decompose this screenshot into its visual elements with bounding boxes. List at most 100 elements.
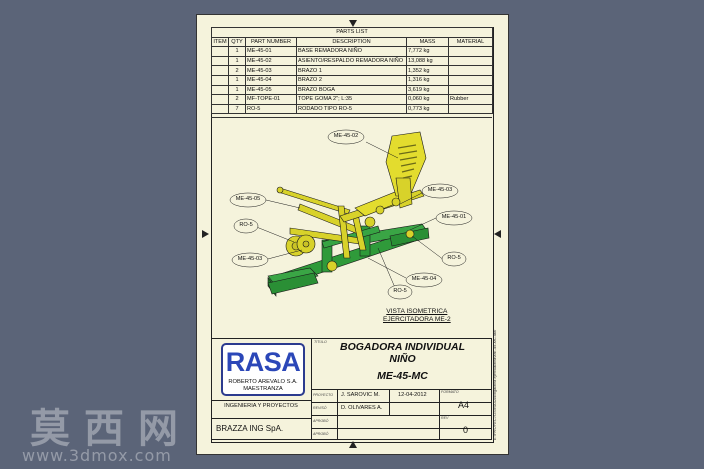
watermark: 莫西网	[30, 406, 192, 452]
cell-qty: 1	[228, 74, 246, 86]
top-center-marker	[349, 20, 357, 27]
cell-qty: 2	[228, 65, 246, 76]
cell-description: BRAZO 1	[296, 65, 407, 76]
cell-item	[211, 94, 229, 105]
drawing-code: ME-45-MC	[377, 370, 428, 382]
cell-part-number: ME-45-02	[245, 55, 297, 67]
cell-item	[211, 84, 229, 96]
approved-label: APROBÓ	[313, 419, 329, 423]
callout-ellipse	[441, 251, 467, 267]
header-mass: MASS	[406, 36, 449, 48]
cell-mass: 7,772 kg	[406, 46, 449, 57]
company-line: INGENIERIA Y PROYECTOS	[224, 403, 298, 409]
sheet-size: A4	[458, 400, 470, 410]
cell-description: RODADO TIPO RO-5	[296, 103, 407, 115]
callout-ellipse	[387, 284, 413, 300]
callout-ellipse	[327, 129, 365, 145]
callout-ellipse	[405, 272, 443, 288]
callout-me-45-03-top: ME-45-03	[427, 187, 453, 193]
table-row: 7 RO-5 RODADO TIPO RO-5 0,773 kg	[211, 103, 493, 115]
revision-number: 0	[463, 425, 469, 435]
cell-material	[448, 74, 493, 86]
cell-material	[448, 55, 493, 67]
callout-ro-5-bottom: RO-5	[393, 288, 407, 294]
cell-item	[211, 74, 229, 86]
wheel-rear-2	[364, 216, 376, 228]
cell-part-number: RO-5	[245, 103, 297, 115]
drawn-by: J. SAROVIC M.	[341, 392, 380, 398]
wheel-seat	[375, 205, 385, 215]
callout-ellipse	[229, 192, 267, 208]
parts-list-title: PARTS LIST	[211, 27, 493, 38]
callout-ellipse	[233, 218, 259, 234]
approved-label-2: APROBÓ	[313, 432, 329, 436]
watermark-url: www.3dmox.com	[22, 446, 172, 465]
cell-mass: 0,773 kg	[406, 103, 449, 115]
size-label: FORMATO	[441, 390, 459, 394]
bottom-center-marker	[349, 441, 357, 448]
cell-part-number: ME-45-03	[245, 65, 297, 76]
cell-part-number: ME-45-01	[245, 46, 297, 57]
cell-qty: 1	[228, 55, 246, 67]
cell-item	[211, 55, 229, 67]
rowing-bar-end	[276, 186, 284, 194]
client-name: BRAZZA ING SpA.	[216, 424, 284, 433]
drawn-label: PROYECTO	[313, 393, 334, 397]
cell-description: ASIENTO/RESPALDO REMADORA NIÑO	[296, 55, 407, 67]
cell-mass: 1,316 kg	[406, 74, 449, 86]
file-path: E:\PROYECTOS\RASA\Bogadora ejercitadora\…	[492, 330, 497, 440]
left-center-marker	[202, 230, 209, 238]
cell-qty: 1	[228, 84, 246, 96]
right-center-marker	[494, 230, 501, 238]
table-row: 2 MF-TOPE-01 TOPE GOMA 2"; L:35 0,060 kg…	[211, 94, 493, 105]
callout-me-45-03-bottom: ME-45-03	[237, 256, 263, 262]
wheel-rear	[326, 260, 338, 272]
callout-ellipse	[421, 183, 459, 199]
table-row: 1 ME-45-01 BASE REMADORA NIÑO 7,772 kg	[211, 46, 493, 57]
revision-label: REV	[441, 416, 449, 420]
cell-description: TOPE GOMA 2"; L:35	[296, 94, 407, 105]
cell-material: Rubber	[448, 94, 493, 105]
parts-list-separator	[211, 117, 492, 118]
cell-description: BRAZO 2	[296, 74, 407, 86]
cell-item	[211, 103, 229, 115]
callout-me-45-04: ME-45-04	[411, 276, 437, 282]
drawing-date: 12-04-2012	[398, 392, 427, 398]
callout-ro-5-right: RO-5	[447, 255, 461, 261]
callout-me-45-05: ME-45-05	[235, 196, 261, 202]
table-row: 1 ME-45-04 BRAZO 2 1,316 kg	[211, 74, 493, 86]
isometric-view	[229, 129, 473, 300]
cell-material	[448, 46, 493, 57]
parts-list-header: ITEM QTY PART NUMBER DESCRIPTION MASS MA…	[211, 36, 493, 48]
cell-description: BRAZO BOGA	[296, 84, 407, 96]
header-material: MATERIAL	[448, 36, 493, 48]
cell-qty: 2	[228, 94, 246, 105]
view-label-line2: EJERCITADORA ME-2	[383, 316, 451, 323]
table-row: 1 ME-45-02 ASIENTO/RESPALDO REMADORA NIÑ…	[211, 55, 493, 67]
callout-ro-5-left: RO-5	[239, 222, 253, 228]
parts-list-table: PARTS LIST ITEM QTY PART NUMBER DESCRIPT…	[211, 27, 493, 115]
cell-mass: 0,060 kg	[406, 94, 449, 105]
cell-item	[211, 65, 229, 76]
callout-me-45-01: ME-45-01	[441, 214, 467, 220]
header-part-number: PART NUMBER	[245, 36, 297, 48]
logo-text: RASA	[225, 347, 301, 377]
header-qty: QTY	[228, 36, 246, 48]
callout-ellipse	[435, 210, 473, 226]
cell-part-number: MF-TOPE-01	[245, 94, 297, 105]
cell-mass: 1,352 kg	[406, 65, 449, 76]
title-field-label: TITULO	[314, 340, 327, 344]
callout-ellipse	[231, 252, 269, 268]
base-foot-front	[267, 272, 319, 295]
header-item: ITEM	[211, 36, 229, 48]
view-label: VISTA ISOMETRICA EJERCITADORA ME-2	[383, 308, 451, 324]
cell-item	[211, 46, 229, 57]
table-row: 1 ME-45-05 BRAZO BOGA 3,619 kg	[211, 84, 493, 96]
checked-by: D. OLIVARES A.	[341, 405, 383, 411]
header-description: DESCRIPTION	[296, 36, 407, 48]
cell-material	[448, 65, 493, 76]
callout-me-45-02: ME-45-02	[333, 133, 359, 139]
view-label-line1: VISTA ISOMETRICA	[386, 308, 448, 315]
cell-description: BASE REMADORA NIÑO	[296, 46, 407, 57]
drawing-title-line2: NIÑO	[389, 353, 416, 365]
